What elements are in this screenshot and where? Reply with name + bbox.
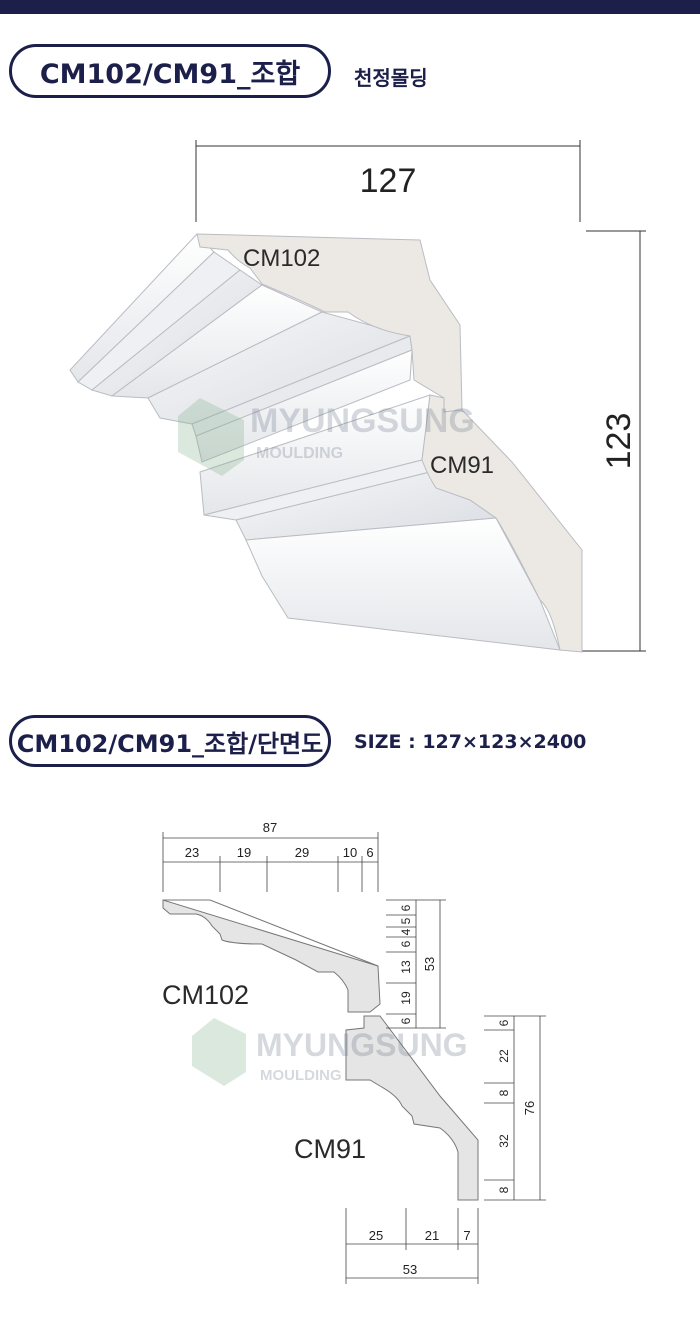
product-category: 천정몰딩 <box>354 66 428 90</box>
right-upper-dim-4: 6 <box>399 940 413 947</box>
bottom-total-dimension: 53 <box>403 1262 417 1277</box>
top-dim-3: 29 <box>295 845 309 860</box>
section-title-cross-section: CM102/CM91_조합/단면도 <box>9 715 331 767</box>
right-upper-dim-6: 19 <box>399 991 413 1005</box>
cm102-render-cut-face <box>196 233 463 413</box>
cm91-render-body <box>199 394 561 651</box>
section-label-cm102: CM102 <box>162 980 249 1010</box>
render-label-cm102: CM102 <box>243 245 320 272</box>
cross-section-title-text: CM102/CM91_조합/단면도 <box>16 729 324 758</box>
right-upper-dim-1: 6 <box>399 904 413 911</box>
render-width-dimension <box>195 140 581 222</box>
top-dim-2: 19 <box>237 845 251 860</box>
product-title-text: CM102/CM91_조합 <box>39 58 301 90</box>
right-upper-total: 53 <box>422 957 437 971</box>
watermark-logo-icon-2 <box>192 1018 246 1086</box>
right-upper-dim-7: 6 <box>399 1017 413 1024</box>
cm102-render-body <box>69 233 413 463</box>
top-bar <box>0 0 700 14</box>
top-dim-4: 10 <box>343 845 357 860</box>
cm91-render-cut-face <box>421 394 583 653</box>
render-height-label: 123 <box>600 413 638 470</box>
watermark-sub-2: MOULDING <box>260 1067 342 1084</box>
right-upper-dimension-lines <box>386 899 446 1029</box>
right-upper-dim-2: 5 <box>399 917 413 924</box>
bottom-dimension-lines <box>345 1208 479 1284</box>
bottom-dim-3: 7 <box>463 1228 470 1243</box>
right-lower-dim-2: 22 <box>497 1049 511 1063</box>
watermark-brand-2: MYUNGSUNG <box>256 1027 468 1063</box>
right-lower-dim-5: 8 <box>497 1186 511 1193</box>
render-height-dimension <box>576 230 646 652</box>
right-lower-dimension-lines <box>484 1015 546 1201</box>
watermark-brand: MYUNGSUNG <box>250 402 475 440</box>
render-label-cm91: CM91 <box>430 452 494 479</box>
top-dimension-lines <box>162 832 379 892</box>
cm102-top-edge <box>163 899 379 967</box>
watermark-sub: MOULDING <box>256 445 343 462</box>
right-lower-dim-1: 6 <box>497 1019 511 1026</box>
right-lower-dim-3: 8 <box>497 1089 511 1096</box>
right-lower-total: 76 <box>522 1101 537 1115</box>
top-dim-1: 23 <box>185 845 199 860</box>
moulding-render: 127 123 CM102 CM91 MYUNGSUNG MOULDING <box>69 140 646 653</box>
right-lower-dim-4: 32 <box>497 1134 511 1148</box>
watermark-section: MYUNGSUNG MOULDING <box>192 1018 468 1086</box>
render-width-label: 127 <box>360 162 417 200</box>
watermark-render: MYUNGSUNG MOULDING <box>178 398 475 476</box>
watermark-logo-icon <box>178 398 244 476</box>
right-upper-dim-5: 13 <box>399 960 413 974</box>
bottom-dim-2: 21 <box>425 1228 439 1243</box>
top-total-dimension: 87 <box>263 820 277 835</box>
top-dim-5: 6 <box>366 845 373 860</box>
section-title-product: CM102/CM91_조합 <box>9 44 331 98</box>
cm91-profile <box>345 1015 479 1201</box>
bottom-dim-1: 25 <box>369 1228 383 1243</box>
section-label-cm91: CM91 <box>294 1134 366 1164</box>
size-spec: SIZE : 127×123×2400 <box>354 731 587 753</box>
right-upper-dim-3: 4 <box>399 928 413 935</box>
